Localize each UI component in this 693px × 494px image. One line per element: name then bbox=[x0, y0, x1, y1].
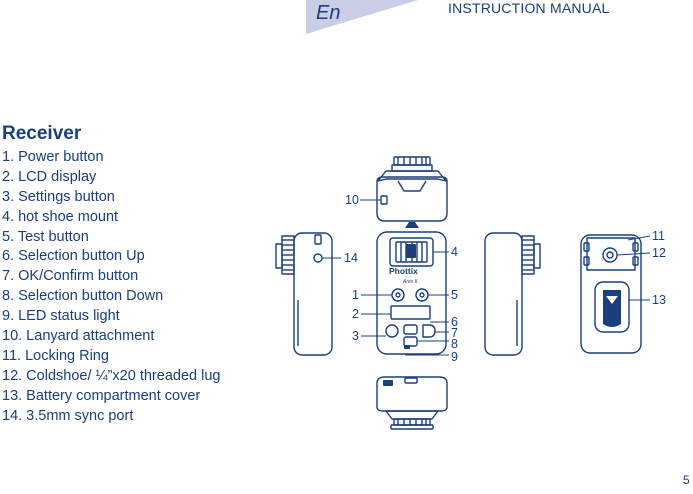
callout-5: 5 bbox=[451, 288, 458, 302]
brand-label: Phottix bbox=[389, 266, 418, 276]
part-item: 14. 3.5mm sync port bbox=[2, 407, 134, 424]
bottom-view bbox=[376, 376, 448, 430]
part-item: 2. LCD display bbox=[2, 168, 97, 185]
part-item: 12. Coldshoe/ ¼”x20 threaded lug bbox=[2, 367, 221, 384]
left-side-view bbox=[275, 232, 333, 356]
part-item: 1. Power button bbox=[2, 149, 104, 165]
callout-4: 4 bbox=[451, 245, 458, 259]
callout-8: 8 bbox=[451, 337, 458, 351]
language-tab bbox=[306, 0, 418, 34]
callout-1: 1 bbox=[352, 288, 359, 302]
right-side-view bbox=[484, 232, 541, 356]
part-item: 3. Settings button bbox=[2, 188, 115, 205]
section-title: Receiver bbox=[2, 123, 82, 144]
page-number: 5 bbox=[683, 473, 690, 487]
callout-2: 2 bbox=[352, 307, 359, 321]
part-item: 9. LED status light bbox=[2, 308, 120, 325]
callout-6: 6 bbox=[451, 315, 458, 329]
callout-14: 14 bbox=[344, 251, 358, 265]
callout-7: 7 bbox=[451, 326, 458, 340]
callout-10: 10 bbox=[345, 193, 359, 207]
part-item: 13. Battery compartment cover bbox=[2, 387, 201, 404]
model-label: Ares II bbox=[402, 279, 418, 285]
part-item: 6. Selection button Up bbox=[2, 248, 145, 265]
top-view bbox=[376, 156, 448, 222]
part-item: 4. hot shoe mount bbox=[2, 208, 119, 225]
callout-9: 9 bbox=[451, 350, 458, 364]
part-item: 11. Locking Ring bbox=[2, 347, 109, 364]
front-view bbox=[376, 231, 447, 355]
part-item: 7. OK/Confirm button bbox=[2, 268, 139, 285]
part-item: 5. Test button bbox=[2, 228, 89, 245]
language-label: En bbox=[316, 2, 341, 24]
callout-11: 11 bbox=[652, 229, 665, 243]
callout-3: 3 bbox=[352, 329, 359, 343]
callout-13: 13 bbox=[652, 293, 666, 307]
callout-lines bbox=[322, 199, 651, 356]
manual-title: INSTRUCTION MANUAL bbox=[448, 0, 610, 16]
part-item: 8. Selection button Down bbox=[2, 288, 164, 305]
parts-list: 1. Power button 2. LCD display 3. Settin… bbox=[2, 148, 220, 426]
part-item: 10. Lanyard attachment bbox=[2, 328, 155, 345]
callout-12: 12 bbox=[652, 246, 666, 260]
